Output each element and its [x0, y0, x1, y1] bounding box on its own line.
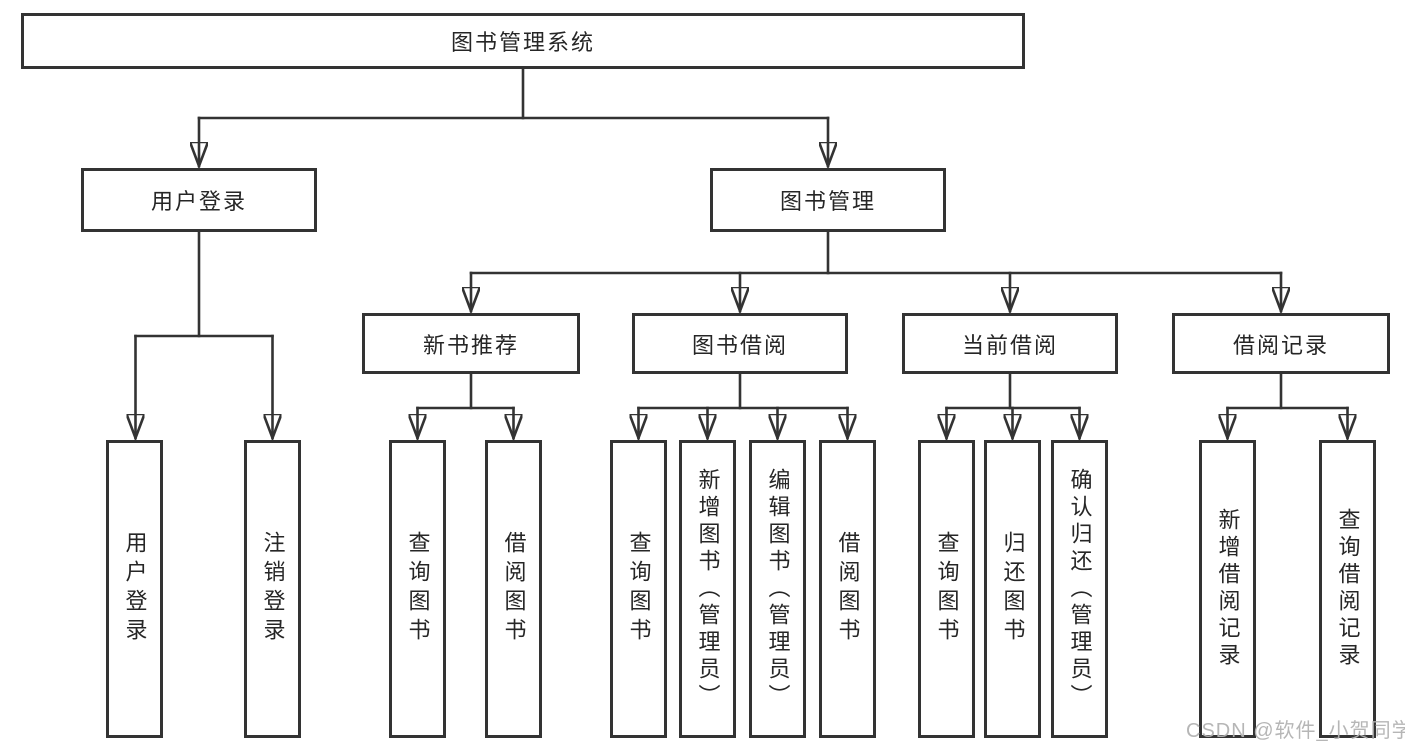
leaf-query-borrow-record: 查询借阅记录	[1319, 440, 1376, 738]
node-borrowing-records: 借阅记录	[1172, 313, 1390, 374]
leaf-confirm-return-admin: 确认归还（管理员）	[1051, 440, 1108, 738]
leaf-borrowing-borrow-books: 借阅图书	[819, 440, 876, 738]
leaf-add-books-admin: 新增图书（管理员）	[679, 440, 736, 738]
leaf-recommend-query-books: 查询图书	[389, 440, 446, 738]
leaf-current-query-books: 查询图书	[918, 440, 975, 738]
node-root-system: 图书管理系统	[21, 13, 1025, 69]
leaf-user-login: 用户登录	[106, 440, 163, 738]
node-new-book-recommendation: 新书推荐	[362, 313, 580, 374]
leaf-borrowing-query-books: 查询图书	[610, 440, 667, 738]
node-user-login-module: 用户登录	[81, 168, 317, 232]
csdn-watermark: CSDN @软件_小贺同学	[1186, 720, 1405, 742]
leaf-return-books: 归还图书	[984, 440, 1041, 738]
node-book-management-module: 图书管理	[710, 168, 946, 232]
node-current-borrowing: 当前借阅	[902, 313, 1118, 374]
node-book-borrowing: 图书借阅	[632, 313, 848, 374]
leaf-recommend-borrow-books: 借阅图书	[485, 440, 542, 738]
leaf-logout: 注销登录	[244, 440, 301, 738]
leaf-add-borrow-record: 新增借阅记录	[1199, 440, 1256, 738]
leaf-edit-books-admin: 编辑图书（管理员）	[749, 440, 806, 738]
